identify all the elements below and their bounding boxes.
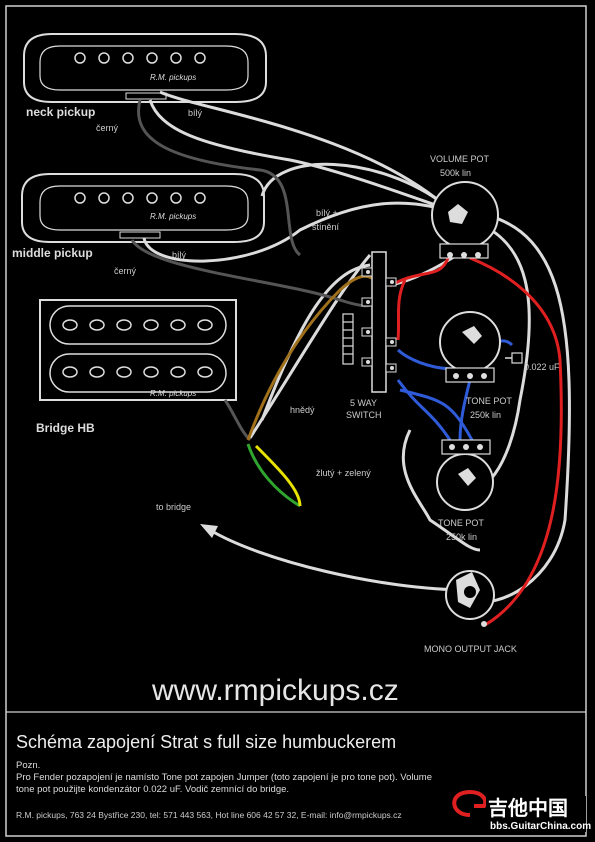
neck-pickup-brand: R.M. pickups (150, 73, 196, 82)
website-url: www.rmpickups.cz (151, 674, 399, 707)
neck-wire-hot-label: bílý (188, 108, 203, 118)
tone-pot-1-value: 250k lin (470, 410, 501, 420)
footer-note-line-2: tone pot použijte kondenzátor 0.022 uF. … (16, 784, 289, 795)
volume-pot-label: VOLUME POT (430, 154, 490, 164)
bridge-humbucker: R.M. pickups (39, 299, 237, 401)
middle-pickup-label: middle pickup (12, 246, 93, 260)
neck-pickup: R.M. pickups (23, 33, 267, 103)
tone-pot-2-label: TONE POT (438, 518, 484, 528)
bridge-pickup-label: Bridge HB (36, 421, 95, 435)
brown-wire-label: hnědý (290, 405, 315, 415)
capacitor-label: 0.022 uF (524, 362, 560, 372)
switch-label: 5 WAY (350, 398, 377, 408)
tone-pot-1-label: TONE POT (466, 396, 512, 406)
bridge-pickup-brand: R.M. pickups (150, 389, 196, 398)
tone-pot-2-value: 250k lin (446, 532, 477, 542)
middle-pickup: R.M. pickups (21, 173, 265, 243)
output-jack (445, 570, 495, 627)
neck-wire-ground-label: černý (96, 123, 119, 133)
volume-pot (431, 181, 499, 259)
footer-note-line-1: Pro Fender pozapojení je namísto Tone po… (16, 772, 432, 783)
middle-pickup-brand: R.M. pickups (150, 212, 196, 221)
diagram-frame (5, 5, 587, 837)
green-yellow-wire (246, 443, 302, 508)
footer-note-heading: Pozn. (16, 760, 40, 771)
red-wires (389, 256, 563, 627)
guitarchina-logo: 吉他中国 bbs.GuitarChina.com (452, 789, 591, 832)
footer-contact: R.M. pickups, 763 24 Bystřice 230, tel: … (16, 810, 402, 820)
svg-text:吉他中国: 吉他中国 (488, 796, 568, 820)
middle-wire-hot-label: bílý (172, 250, 187, 260)
white-wire-label: bílý + (316, 208, 338, 218)
neck-pickup-label: neck pickup (26, 105, 95, 119)
tone-pot-1 (439, 311, 501, 383)
ground-arrow-icon (200, 524, 218, 538)
ground-label: to bridge (156, 502, 191, 512)
white-wire-label-2: stínění (312, 222, 340, 232)
switch-label-2: SWITCH (346, 410, 382, 420)
tone-pot-2 (436, 439, 494, 511)
output-jack-label: MONO OUTPUT JACK (424, 644, 517, 654)
capacitor-icon (505, 352, 523, 364)
footer-title: Schéma zapojení Strat s full size humbuc… (16, 732, 396, 752)
middle-wire-ground-label: černý (114, 266, 137, 276)
five-way-switch (342, 251, 397, 393)
green-yellow-wire-label: žlutý + zelený (316, 468, 371, 478)
svg-text:bbs.GuitarChina.com: bbs.GuitarChina.com (490, 821, 591, 832)
volume-pot-value: 500k lin (440, 168, 471, 178)
